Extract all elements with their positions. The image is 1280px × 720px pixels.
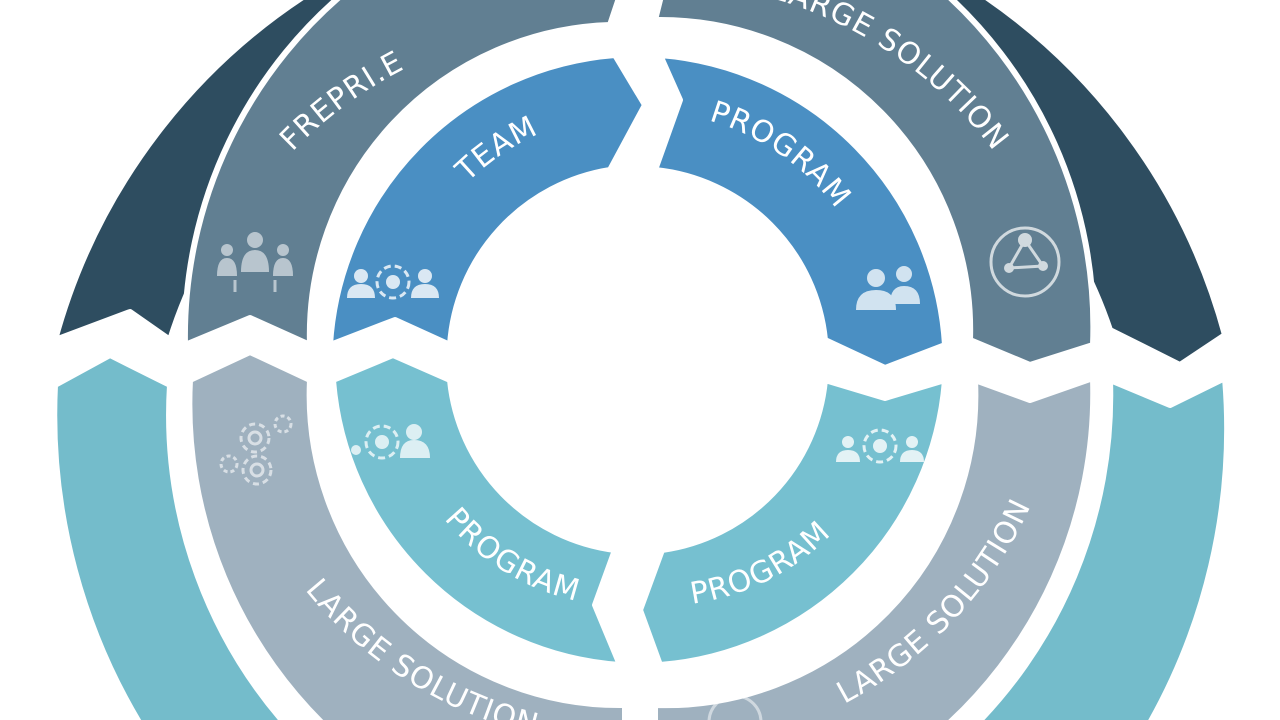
- inner-bottom-right-segment: [637, 377, 948, 668]
- inner-bottom-left-segment: [330, 352, 623, 668]
- people-gear-icon-2: [836, 428, 924, 464]
- middle-bottom-left-segment: [186, 349, 628, 720]
- partial-icon: [707, 694, 763, 720]
- outer-bottom-left-segment: [51, 352, 286, 720]
- inner-top-right-segment: [652, 52, 948, 371]
- middle-top-right-segment: [652, 0, 1097, 368]
- globe-network-icon: [989, 226, 1061, 298]
- outer-bottom-right-segment: [976, 375, 1231, 720]
- inner-ring: [327, 52, 948, 668]
- people-gear-icon: [347, 264, 439, 300]
- people-icon: [856, 266, 920, 310]
- inner-top-left-segment: [327, 52, 648, 348]
- middle-bottom-right-segment: [652, 375, 1097, 720]
- middle-ring: [181, 0, 1097, 720]
- gears-icon: [219, 414, 293, 486]
- gear-people-icon: [351, 424, 430, 460]
- team-people-icon: [217, 232, 293, 292]
- middle-top-left-segment: [181, 0, 622, 348]
